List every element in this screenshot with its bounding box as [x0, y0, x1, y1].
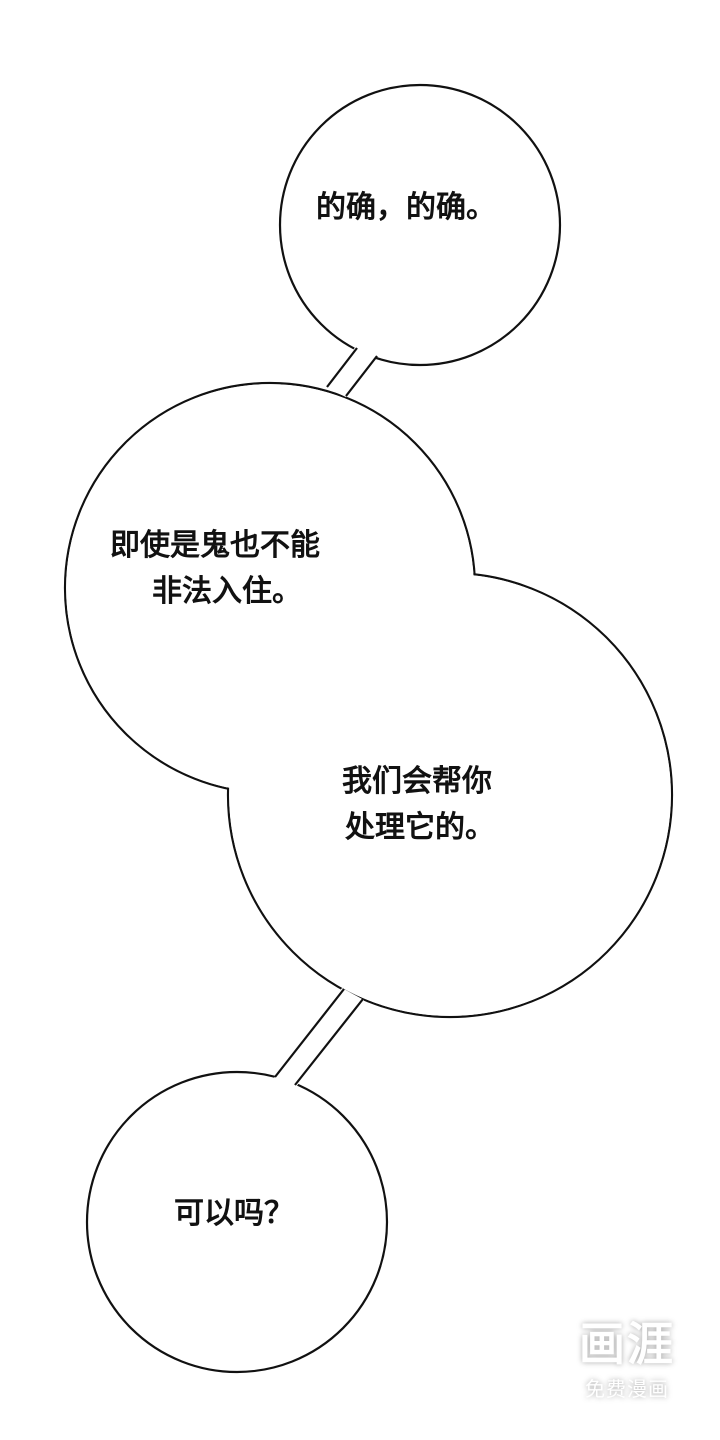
bubble-a-text: 的确，的确。: [316, 190, 496, 225]
bubble-d-outline: [85, 1070, 389, 1374]
watermark-logo: 画涯: [579, 1317, 675, 1371]
bubble-b-line1: 即使是鬼也不能: [110, 528, 320, 563]
watermark: 画涯 免费漫画: [562, 1314, 692, 1424]
bubble-c-line2: 处理它的。: [345, 810, 495, 845]
watermark-subtitle: 免费漫画: [585, 1377, 669, 1401]
bubble-a-outline: [278, 83, 562, 367]
connector-a-b: [326, 346, 378, 397]
bubble-b-line2: 非法入住。: [152, 574, 302, 609]
bubble-d-text: 可以吗？: [174, 1196, 294, 1231]
bubble-c-line1: 我们会帮你: [342, 764, 492, 799]
connector-c-d: [274, 988, 364, 1087]
